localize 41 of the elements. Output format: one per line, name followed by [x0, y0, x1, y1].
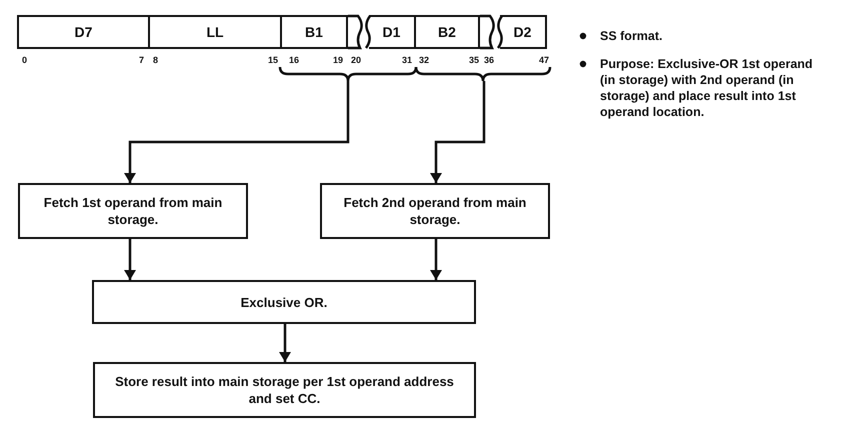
instruction-field [150, 15, 282, 49]
field-name: D2 [514, 24, 532, 40]
brace-bracket [414, 66, 552, 82]
arrow [124, 239, 136, 280]
bit-number: 32 [419, 55, 430, 65]
bit-number: 31 [402, 55, 412, 65]
arrow [124, 81, 350, 183]
field-name: D1 [382, 24, 400, 40]
bit-number: 7 [139, 55, 144, 65]
bit-number: 19 [333, 55, 344, 65]
note-text: SS format. [600, 28, 664, 44]
step-text: Fetch 1st operand from main storage. [42, 194, 224, 228]
step-text: Fetch 2nd operand from main storage. [342, 194, 528, 228]
process-box [92, 280, 476, 324]
field-name: D7 [74, 24, 92, 40]
arrow [430, 81, 486, 183]
instruction-field [369, 15, 416, 49]
process-box [93, 362, 476, 418]
bit-number: 36 [484, 55, 494, 65]
bit-number: 8 [153, 55, 158, 65]
process-box [320, 183, 550, 239]
field-name: B2 [438, 24, 456, 40]
brace-bracket [278, 66, 418, 82]
bit-number: 47 [539, 55, 550, 65]
bit-number: 16 [289, 55, 300, 65]
instruction-field [17, 15, 150, 49]
arrow [279, 324, 291, 362]
step-text: Exclusive OR. [240, 294, 328, 310]
instruction-field [416, 15, 480, 49]
process-box [18, 183, 248, 239]
note-text: Purpose: Exclusive-OR 1st operand (in storage) with 2nd operand (in storage) and place result into 1st operand location. [600, 56, 814, 120]
step-text: Store result into main storage per 1st operand address and set CC. [114, 373, 455, 407]
instruction-field [500, 15, 547, 49]
field-name: B1 [305, 24, 323, 40]
instruction-field [282, 15, 348, 49]
bit-number: 0 [22, 55, 28, 65]
field-name: LL [206, 24, 224, 40]
bit-number: 20 [351, 55, 362, 65]
bit-number: 15 [268, 55, 278, 65]
arrow [430, 239, 442, 280]
bit-number: 35 [469, 55, 480, 65]
